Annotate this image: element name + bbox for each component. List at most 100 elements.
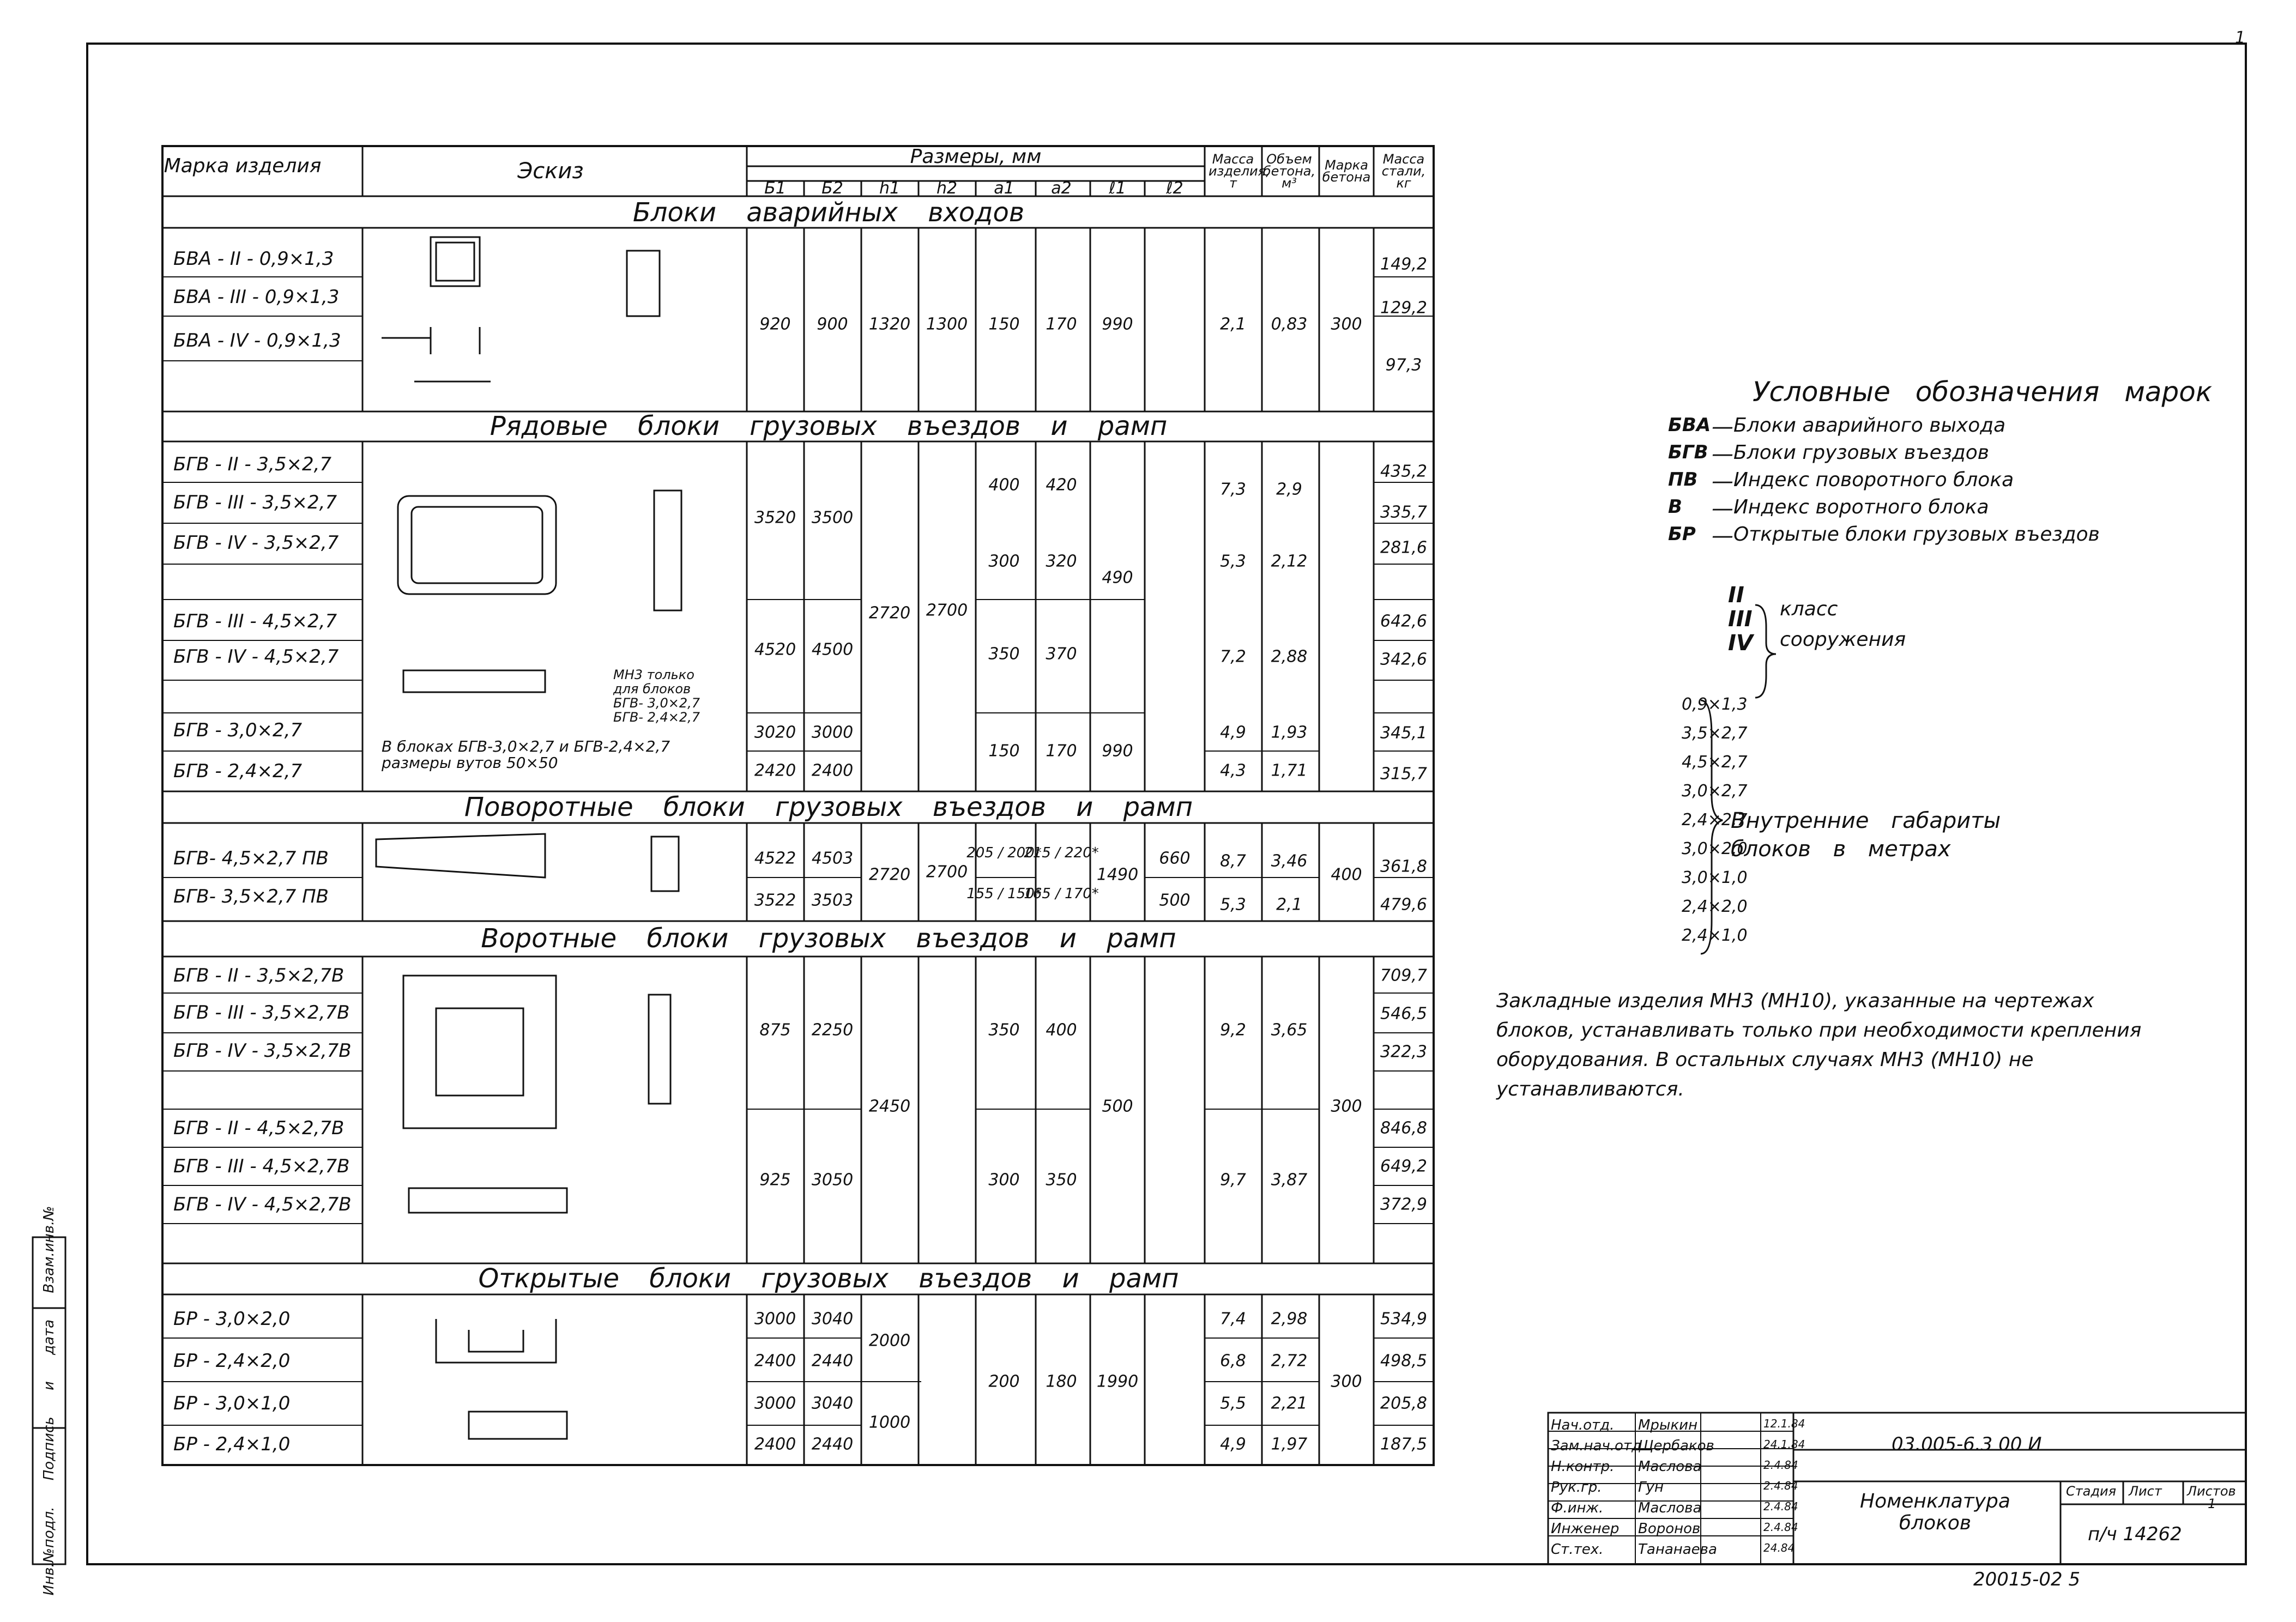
- header-col-3: h2: [936, 179, 958, 198]
- val-b2: 3040: [811, 1309, 854, 1329]
- val-volume: 1,97: [1271, 1435, 1308, 1454]
- legend-code: ПВ: [1668, 469, 1698, 491]
- row-mark: БГВ- 3,5×2,7 ПВ: [173, 886, 329, 907]
- val-h2: 2700: [926, 862, 968, 882]
- val-a1: 150: [988, 314, 1020, 334]
- legend-dim: 4,5×2,7: [1682, 753, 1748, 772]
- title-block-name: Мрыкин: [1638, 1417, 1698, 1433]
- section-title-open-blocks: Открытые блоки грузовых въездов и рамп: [478, 1263, 1179, 1294]
- title-block-date: 24.84: [1763, 1541, 1795, 1554]
- org-code: п/ч 14262: [2088, 1523, 2182, 1545]
- legend-dims-label: Внутренние габариты блоков в метрах: [1731, 808, 2001, 862]
- val-mass: 7,3: [1220, 480, 1246, 499]
- header-col-1: Б2: [821, 179, 843, 198]
- steel-mass: 649,2: [1380, 1157, 1427, 1176]
- legend-dim: 2,4×2,7: [1682, 810, 1748, 830]
- val-b2: 3040: [811, 1394, 854, 1413]
- row-mark: БГВ - IV - 4,5×2,7В: [173, 1194, 352, 1215]
- val-b1: 2400: [754, 1435, 796, 1454]
- row-mark: БГВ - 3,0×2,7: [173, 719, 303, 741]
- header-col-0: Б1: [764, 179, 786, 198]
- row-mark: БГВ - II - 4,5×2,7В: [173, 1117, 345, 1139]
- val-b2: 3050: [811, 1170, 854, 1190]
- val-volume: 2,88: [1271, 647, 1308, 667]
- sheets-header: Листов: [2187, 1484, 2236, 1499]
- section-title-row-blocks: Рядовые блоки грузовых въездов и рамп: [490, 411, 1168, 441]
- val-h1: 2720: [868, 603, 911, 623]
- note-embedded-items: Закладные изделия МН3 (МН10), указанные …: [1496, 990, 2142, 1100]
- legend-dim: 3,0×1,0: [1682, 868, 1748, 887]
- title-block-date: 2.4.84: [1763, 1521, 1798, 1534]
- val-a2: 320: [1046, 552, 1077, 571]
- val-b2: 2440: [811, 1351, 854, 1371]
- doc-code: 03.005-6.3 00 И: [1892, 1433, 2042, 1455]
- val-h2: 1300: [926, 314, 968, 334]
- row-mark: БР - 2,4×2,0: [173, 1350, 291, 1372]
- steel-mass: 546,5: [1380, 1004, 1427, 1024]
- val-volume: 2,12: [1271, 552, 1308, 571]
- legend-dim: 3,5×2,7: [1682, 724, 1748, 743]
- val-a1: 350: [988, 1020, 1020, 1040]
- val-volume: 0,83: [1271, 314, 1308, 334]
- val-a1: 350: [988, 644, 1020, 664]
- val-b1: 925: [759, 1170, 791, 1190]
- val-b1: 875: [759, 1020, 791, 1040]
- header-sketch: Эскиз: [517, 159, 584, 184]
- val-mass: 6,8: [1220, 1351, 1246, 1371]
- val-b2: 3503: [811, 891, 854, 910]
- title-block-date: 24.1.84: [1763, 1438, 1805, 1451]
- title-block-name: Маслова: [1638, 1500, 1702, 1516]
- val-a2: 165 / 170*: [1024, 886, 1099, 902]
- val-mass: 5,3: [1220, 552, 1246, 571]
- legend-text: Блоки аварийного выхода: [1733, 414, 2006, 437]
- legend-text: Индекс поворотного блока: [1733, 469, 2014, 491]
- val-mass: 5,3: [1220, 895, 1246, 915]
- val-volume: 2,72: [1271, 1351, 1308, 1371]
- legend-dim: 2,4×2,0: [1682, 897, 1748, 916]
- val-volume: 2,21: [1271, 1394, 1308, 1413]
- val-b2: 2400: [811, 761, 854, 780]
- header-col-5: а2: [1051, 179, 1072, 198]
- row-mark: БГВ- 4,5×2,7 ПВ: [173, 848, 329, 869]
- steel-mass: 642,6: [1380, 612, 1427, 631]
- header-sizes: Размеры, мм: [910, 146, 1042, 168]
- row-mark: БГВ - IV - 3,5×2,7: [173, 532, 339, 554]
- steel-mass: 281,6: [1380, 538, 1427, 558]
- val-h1: 2000: [868, 1331, 911, 1351]
- val-mass: 4,3: [1220, 761, 1246, 780]
- val-a1: 300: [988, 1170, 1020, 1190]
- val-a2: 215 / 220*: [1024, 845, 1099, 861]
- legend-code: В: [1668, 496, 1682, 518]
- legend-dash: —: [1712, 414, 1733, 439]
- row-mark: БГВ - III - 4,5×2,7: [173, 610, 337, 632]
- class-roman: II: [1728, 583, 1744, 608]
- legend-dim: 2,4×1,0: [1682, 926, 1748, 945]
- sketches: [375, 236, 682, 1440]
- header-col-4: а1: [994, 179, 1014, 198]
- val-volume: 2,1: [1276, 895, 1302, 915]
- val-b1: 4522: [754, 849, 796, 868]
- header-col-2: h1: [879, 179, 901, 198]
- row-mark: БР - 3,0×2,0: [173, 1308, 291, 1330]
- legend-code: БР: [1668, 523, 1696, 545]
- row-mark: БГВ - III - 3,5×2,7: [173, 492, 337, 513]
- steel-mass: 534,9: [1380, 1309, 1427, 1329]
- val-b1: 920: [759, 314, 791, 334]
- val-l1: 990: [1102, 741, 1133, 761]
- val-a1: 205 / 200*: [966, 845, 1042, 861]
- val-volume: 3,87: [1271, 1170, 1308, 1190]
- val-a2: 350: [1046, 1170, 1077, 1190]
- class-roman: IV: [1728, 631, 1753, 656]
- val-h1: 2720: [868, 865, 911, 885]
- steel-mass: 479,6: [1380, 895, 1427, 915]
- val-a1: 400: [988, 475, 1020, 495]
- header-mark: Марка изделия: [164, 155, 322, 177]
- steel-mass: 372,9: [1380, 1195, 1427, 1214]
- header-col-6: ℓ1: [1109, 179, 1126, 198]
- title-block-name: Маслова: [1638, 1458, 1702, 1475]
- section-title-turn-blocks: Поворотные блоки грузовых въездов и рамп: [464, 792, 1193, 822]
- val-a1: 150: [988, 741, 1020, 761]
- val-a2: 170: [1046, 741, 1077, 761]
- steel-mass: 97,3: [1385, 355, 1422, 375]
